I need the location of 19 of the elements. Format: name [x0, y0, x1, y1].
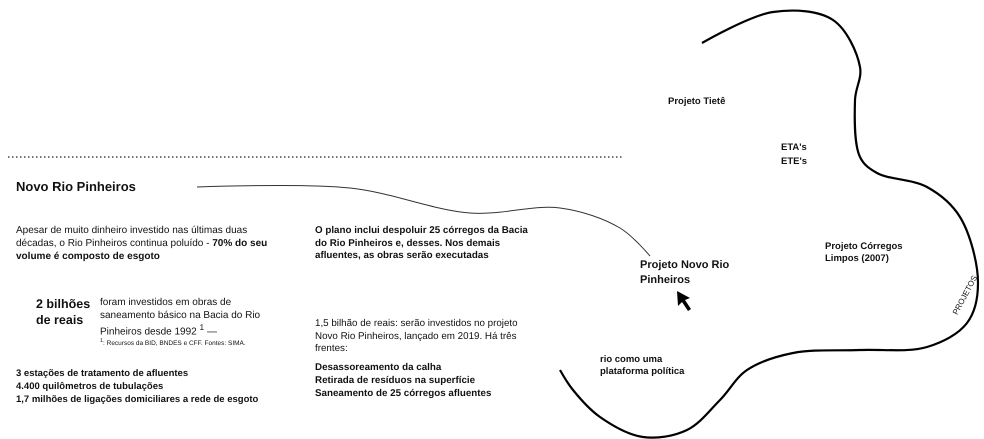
paragraph-text: Apesar de muito dinheiro investido nas últimas duas décadas, o Rio Pinheiros continua poluído - 70% do seu volume é composto de esgoto — [16, 224, 268, 263]
stat-text: 4.400 quilômetros de tubulações — [16, 381, 164, 394]
region-label: rio como uma plataforma política — [600, 354, 686, 379]
stat-text: 3 estações de tratamento de afluentes — [16, 368, 190, 380]
region-label: ETE's — [781, 156, 808, 168]
list-item-text: Retirada de resíduos na superfície — [315, 375, 476, 388]
node-label: Projeto Novo Rio Pinheiros — [640, 258, 730, 288]
region-label: ETA's — [781, 142, 808, 154]
region-label: Projeto Tietê — [668, 96, 726, 108]
highlight-figure: 2 bilhões de reais — [36, 296, 92, 328]
list-item-text: Desassoreamento da calha — [315, 362, 442, 375]
curved-connector — [196, 184, 650, 256]
paragraph-text: 1,5 bilhão de reais: serão investidos no projeto Novo Rio Pinheiros, lançado em 2019. Há três frentes: — [315, 318, 519, 356]
paragraph-text: foram investidos em obras de saneamento básico na Bacia do Rio Pinheiros desde 1992 $^{1}$ — — [100, 296, 262, 338]
stat-text: 1,7 milhões de ligações domiciliares a rede de esgoto — [16, 394, 260, 406]
heading-text: Novo Rio Pinheiros — [16, 178, 197, 196]
paragraph-text: O plano inclui despoluir 25 córregos da Bacia do Rio Pinheiros e, desses. Nos demais afluentes, as obras serão executadas — [315, 225, 529, 264]
region-label: Projeto Córregos Limpos (2007) — [825, 241, 904, 266]
list-item-text: Saneamento de 25 córregos afluentes — [315, 388, 492, 401]
